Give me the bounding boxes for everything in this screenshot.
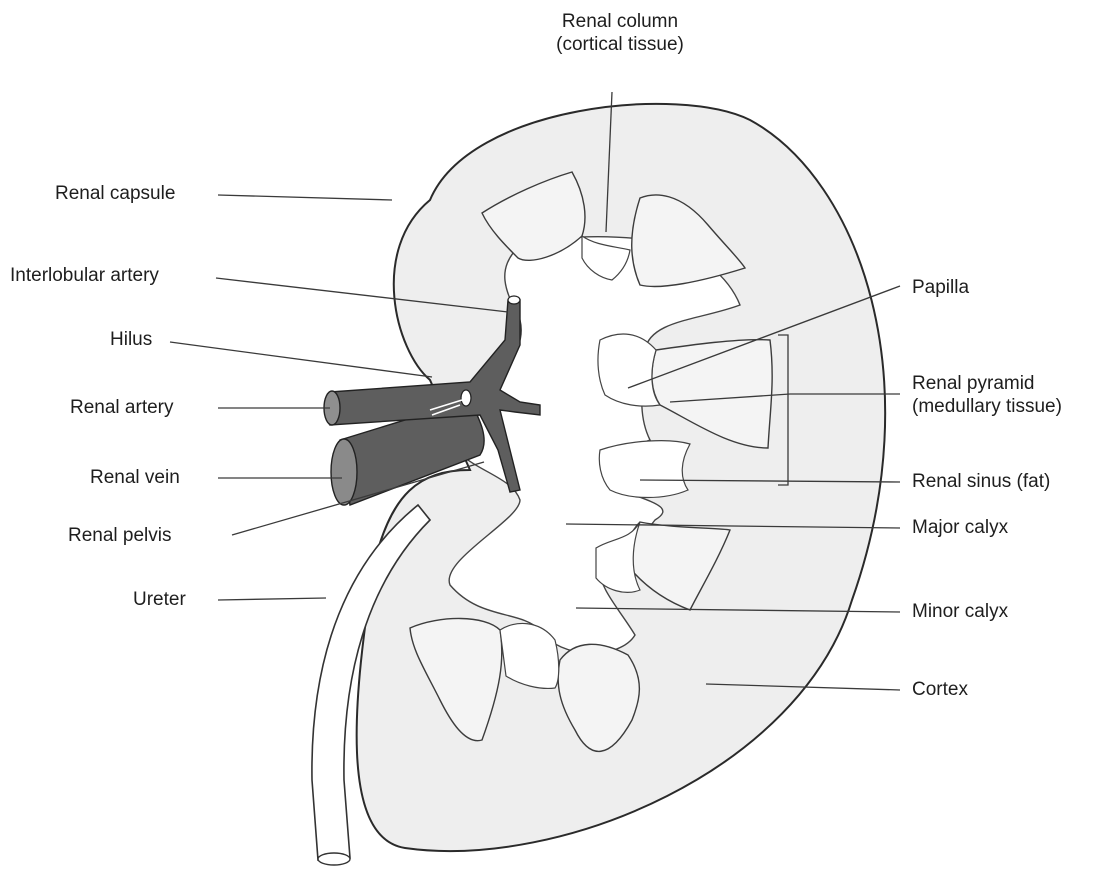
label-renal-pyramid-line2: (medullary tissue) bbox=[912, 395, 1062, 418]
label-renal-vein: Renal vein bbox=[90, 466, 180, 489]
label-interlobular-artery: Interlobular artery bbox=[10, 264, 159, 287]
label-hilus: Hilus bbox=[110, 328, 152, 351]
label-renal-pyramid: Renal pyramid (medullary tissue) bbox=[912, 372, 1062, 418]
label-papilla: Papilla bbox=[912, 276, 969, 299]
label-renal-artery: Renal artery bbox=[70, 396, 174, 419]
label-renal-pyramid-line1: Renal pyramid bbox=[912, 372, 1062, 395]
label-major-calyx: Major calyx bbox=[912, 516, 1008, 539]
label-renal-column: Renal column (cortical tissue) bbox=[520, 10, 720, 56]
label-renal-column-line2: (cortical tissue) bbox=[520, 33, 720, 56]
label-renal-column-line1: Renal column bbox=[520, 10, 720, 33]
label-ureter: Ureter bbox=[133, 588, 186, 611]
label-renal-capsule: Renal capsule bbox=[55, 182, 175, 205]
label-minor-calyx: Minor calyx bbox=[912, 600, 1008, 623]
label-cortex: Cortex bbox=[912, 678, 968, 701]
label-renal-sinus: Renal sinus (fat) bbox=[912, 470, 1050, 493]
label-renal-pelvis: Renal pelvis bbox=[68, 524, 172, 547]
